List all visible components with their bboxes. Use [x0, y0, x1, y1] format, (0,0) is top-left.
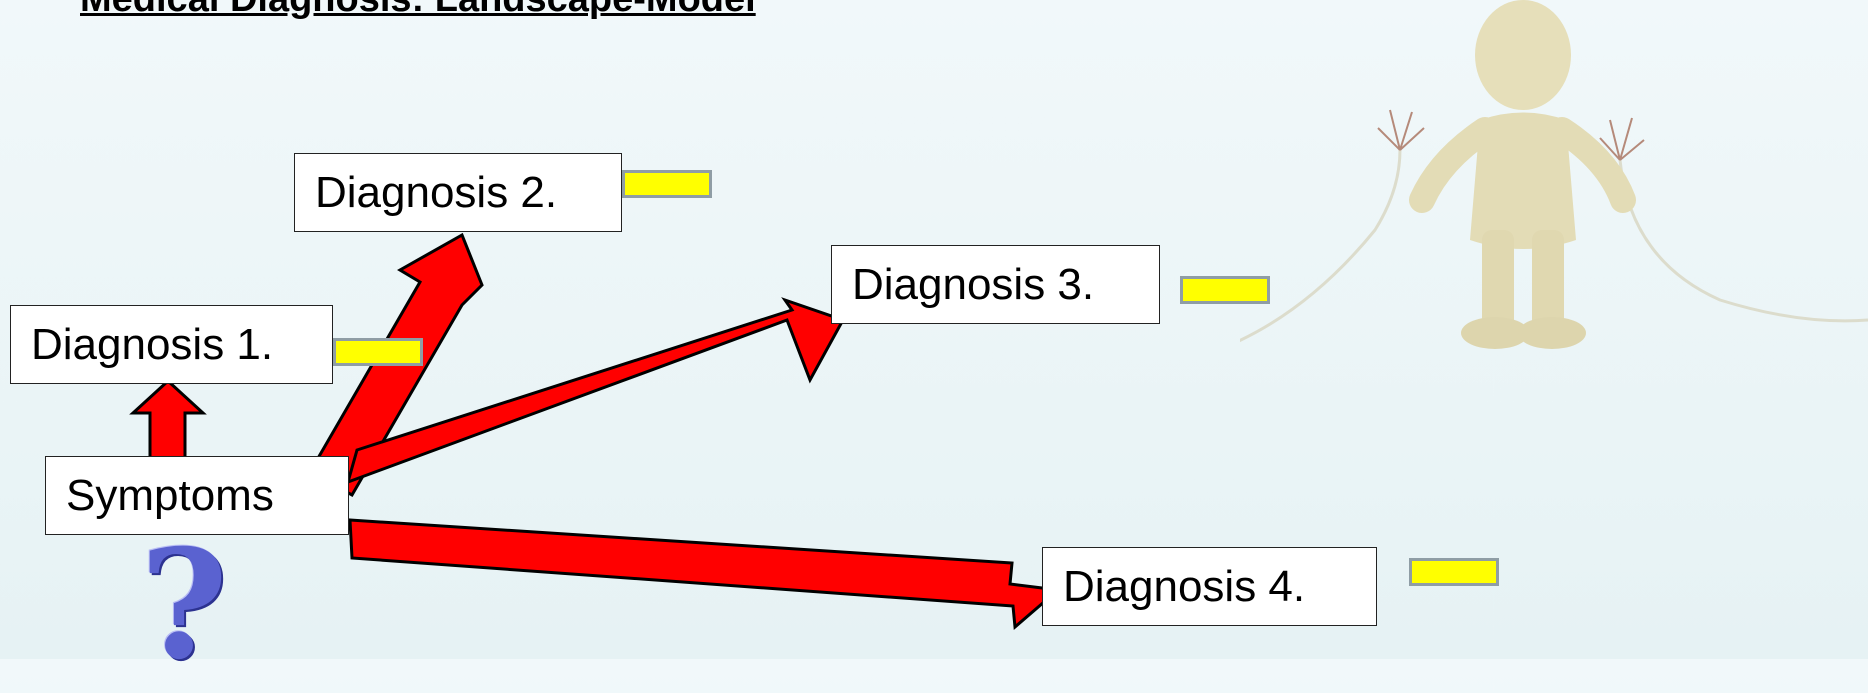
- figure-holding-wires-icon: [1240, 0, 1868, 349]
- question-mark-icon: ?: [140, 517, 228, 693]
- arrow-to-diagnosis-1: [129, 378, 207, 462]
- arrow-to-diagnosis-3: [345, 297, 846, 485]
- diagnosis-3-box: Diagnosis 3.: [831, 245, 1160, 324]
- marker-diagnosis-1: [333, 338, 423, 366]
- symptoms-box: Symptoms: [45, 456, 349, 535]
- arrow-to-diagnosis-4: [348, 518, 1062, 631]
- diagnosis-4-box: Diagnosis 4.: [1042, 547, 1377, 626]
- marker-diagnosis-2: [622, 170, 712, 198]
- page-title: Medical Diagnosis: Landscape-Model: [80, 0, 756, 21]
- diagnosis-2-box: Diagnosis 2.: [294, 153, 622, 232]
- marker-diagnosis-3: [1180, 276, 1270, 304]
- marker-diagnosis-4: [1409, 558, 1499, 586]
- diagnosis-1-box: Diagnosis 1.: [10, 305, 333, 384]
